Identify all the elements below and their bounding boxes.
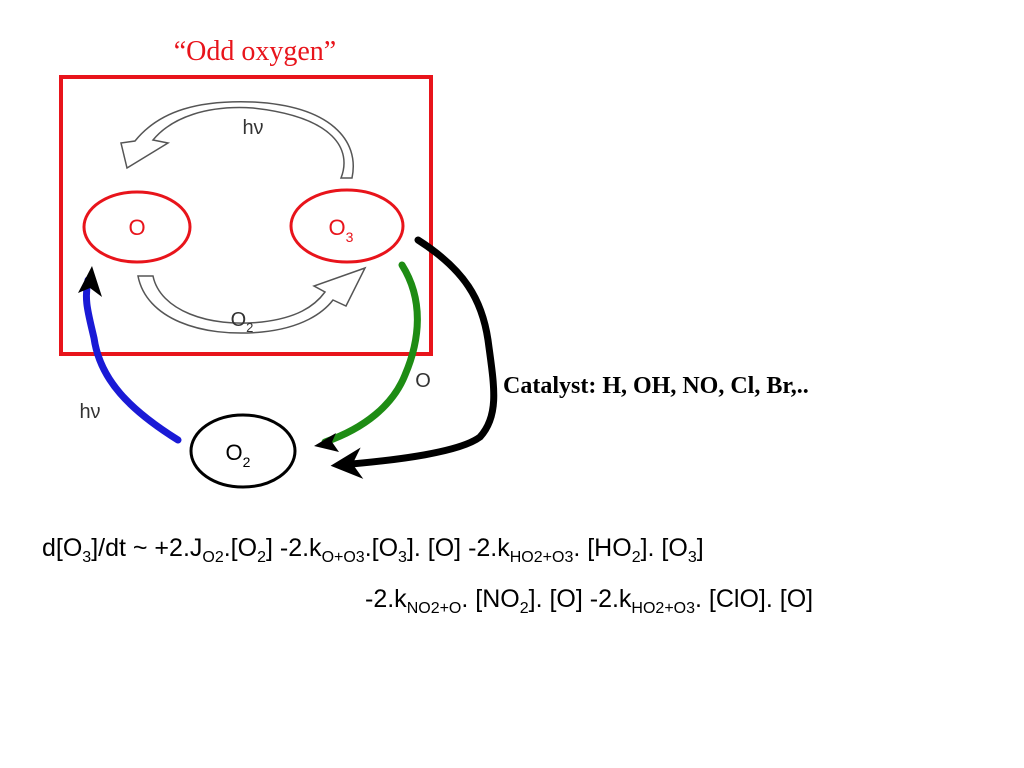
equation-subscript: 3	[398, 549, 407, 566]
blue-arrowhead	[78, 266, 102, 297]
green-arrowhead	[314, 433, 339, 452]
equation-text: .[O	[364, 534, 399, 562]
equation-text: -2.k	[365, 585, 407, 613]
blue-photolysis-arrow	[82, 276, 182, 444]
odd-oxygen-box	[59, 75, 433, 356]
equation-text: ]. [O] -2.k	[406, 534, 510, 562]
equation-text: . [NO	[461, 585, 520, 613]
right-arrow-label: O	[415, 370, 431, 392]
top-hollow-arrow	[120, 101, 354, 179]
equation-subscript: HO2+O3	[631, 600, 696, 617]
equation-subscript: NO2+O	[406, 600, 462, 617]
equation-text: ]. [O	[640, 534, 688, 562]
equation-subscript: O2	[202, 549, 224, 566]
equation-subscript: 3	[687, 549, 697, 566]
equation-text: . [HO	[573, 534, 632, 562]
equation-subscript: O+O3	[321, 549, 365, 566]
rate-equation-line-2: -2.kNO2+O. [NO2]. [O] -2.kHO2+O3. [ClO].…	[365, 584, 814, 617]
equation-subscript: HO2+O3	[509, 549, 574, 566]
rate-equation-line-1: d[O3]/dt ~ +2.JO2.[O2] -2.kO+O3.[O3]. [O…	[42, 533, 704, 566]
bottom-hollow-arrow	[137, 266, 367, 334]
equation-text: d[O	[42, 534, 83, 562]
equation-subscript: 2	[519, 600, 529, 617]
o-node-label: O	[128, 215, 145, 240]
diagram-title: “Odd oxygen”	[174, 36, 337, 67]
equation-text: ]/dt ~ +2.J	[91, 534, 203, 562]
o2-node-label: O2	[226, 440, 251, 470]
o-node	[82, 190, 192, 264]
left-arrow-label: hν	[79, 401, 100, 423]
o3-node	[289, 188, 405, 264]
odd-oxygen-diagram: “Odd oxygen” hν O2 O O3 O2 hν O Catalyst…	[59, 36, 809, 489]
equation-text: ] -2.k	[265, 534, 322, 562]
equation-text: ]	[696, 534, 704, 562]
top-arrow-label: hν	[242, 117, 263, 139]
black-catalyst-arrow	[330, 236, 498, 479]
equation-text: ]. [O] -2.k	[528, 585, 632, 613]
catalyst-label: Catalyst: H, OH, NO, Cl, Br,..	[503, 373, 809, 399]
bottom-arrow-label: O2	[231, 309, 254, 335]
equation-subscript: 3	[82, 549, 92, 566]
equation-text: . [ClO]. [O]	[695, 585, 814, 613]
equation-subscript: 2	[631, 549, 641, 566]
o3-node-label: O3	[329, 215, 354, 245]
o2-node	[189, 413, 297, 489]
equation-subscript: 2	[257, 549, 266, 566]
equation-text: .[O	[223, 534, 258, 562]
green-reaction-arrow	[321, 261, 421, 446]
